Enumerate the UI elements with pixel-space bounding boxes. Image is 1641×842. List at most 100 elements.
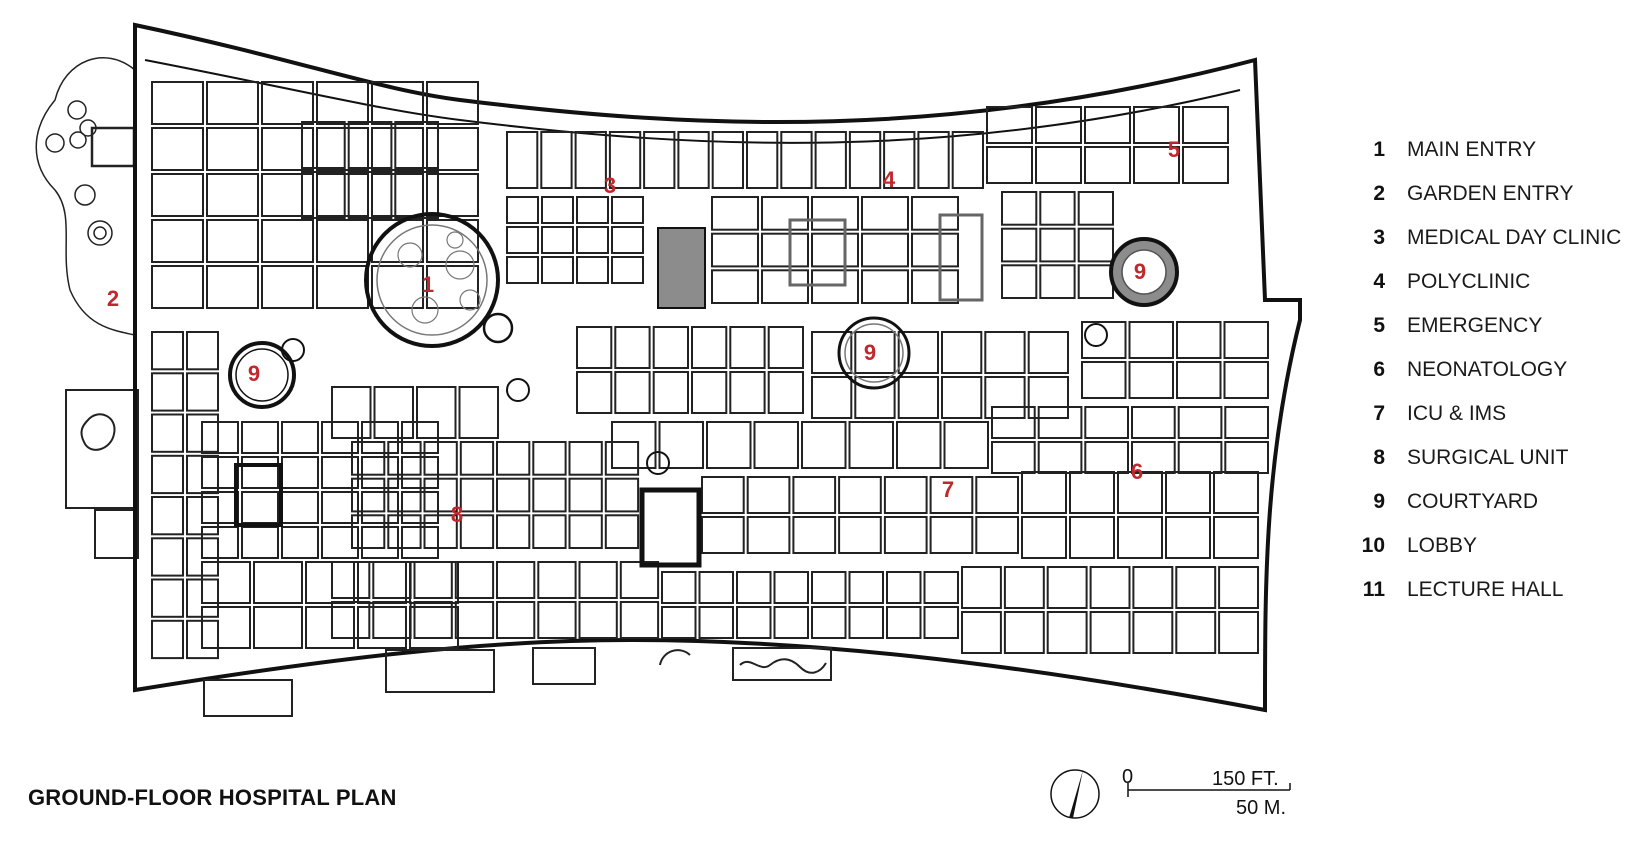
room — [608, 131, 642, 189]
room — [261, 81, 314, 125]
room — [614, 326, 651, 369]
room — [1224, 406, 1270, 439]
legend-label: LOBBY — [1407, 534, 1478, 557]
room — [1175, 566, 1217, 609]
room — [316, 81, 369, 125]
room — [321, 456, 359, 489]
room — [201, 456, 239, 489]
room — [1039, 264, 1076, 299]
room — [991, 406, 1036, 439]
room — [767, 326, 805, 369]
room — [1077, 264, 1114, 299]
spiral-stairs — [281, 323, 1108, 475]
room — [711, 196, 759, 231]
room — [506, 256, 539, 284]
room — [761, 232, 809, 268]
room — [578, 601, 618, 639]
room — [1128, 361, 1174, 399]
room — [1133, 106, 1180, 144]
room — [331, 386, 372, 439]
room — [371, 265, 424, 309]
room — [1084, 106, 1131, 144]
room — [576, 196, 609, 224]
room — [576, 226, 609, 254]
room — [736, 606, 772, 639]
room — [1084, 406, 1130, 439]
room — [458, 386, 499, 439]
room — [423, 441, 458, 476]
room — [409, 561, 459, 604]
building-outline-inner — [144, 59, 1241, 144]
room — [1128, 321, 1174, 359]
room — [568, 514, 603, 549]
room — [1131, 406, 1176, 439]
legend-number: 2 — [1373, 182, 1385, 205]
room — [459, 441, 495, 476]
room — [911, 269, 959, 304]
room — [811, 571, 847, 604]
legend-label: EMERGENCY — [1407, 314, 1543, 337]
room — [1039, 191, 1076, 226]
room — [1003, 566, 1045, 609]
room — [943, 421, 989, 469]
room — [1069, 471, 1115, 514]
room — [331, 601, 371, 639]
room — [1175, 611, 1217, 654]
room — [658, 421, 704, 469]
room — [496, 477, 531, 513]
room — [883, 131, 916, 189]
legend-number: 5 — [1373, 314, 1385, 337]
light-well-b — [938, 213, 984, 302]
plan-title: GROUND-FLOOR HOSPITAL PLAN — [28, 785, 397, 810]
room — [1176, 361, 1222, 399]
room — [848, 421, 894, 469]
room — [619, 601, 660, 639]
room — [761, 196, 809, 231]
room — [351, 477, 386, 513]
room — [1021, 471, 1067, 514]
room — [1182, 146, 1229, 184]
room — [1133, 146, 1180, 184]
room — [753, 421, 799, 469]
room — [351, 514, 386, 549]
room — [811, 376, 853, 419]
room — [371, 127, 424, 171]
legend-number: 9 — [1373, 490, 1385, 513]
room — [1165, 516, 1211, 559]
room — [261, 173, 314, 217]
room — [861, 232, 909, 268]
room — [537, 601, 577, 639]
room-marker: 7 — [942, 477, 954, 502]
room — [426, 265, 479, 309]
room — [811, 232, 859, 268]
room — [372, 561, 412, 599]
room — [413, 601, 453, 639]
room — [1046, 566, 1088, 609]
room — [897, 331, 940, 374]
room — [301, 171, 346, 219]
room — [151, 219, 204, 263]
room — [986, 146, 1033, 184]
room — [1213, 516, 1259, 559]
room — [301, 121, 346, 169]
room — [691, 371, 728, 414]
room — [206, 173, 259, 217]
room — [496, 601, 536, 639]
room — [883, 476, 928, 514]
legend-label: POLYCLINIC — [1407, 270, 1531, 293]
garden-trees — [45, 100, 113, 246]
room — [578, 561, 618, 599]
room — [506, 196, 539, 224]
room — [316, 173, 369, 217]
room — [372, 601, 412, 639]
room — [426, 81, 479, 125]
room — [643, 131, 676, 189]
room — [357, 561, 407, 604]
room — [568, 477, 603, 513]
room — [604, 441, 640, 476]
light-well-a — [788, 218, 847, 287]
room — [1224, 441, 1270, 474]
room — [496, 441, 531, 476]
room — [883, 516, 928, 554]
